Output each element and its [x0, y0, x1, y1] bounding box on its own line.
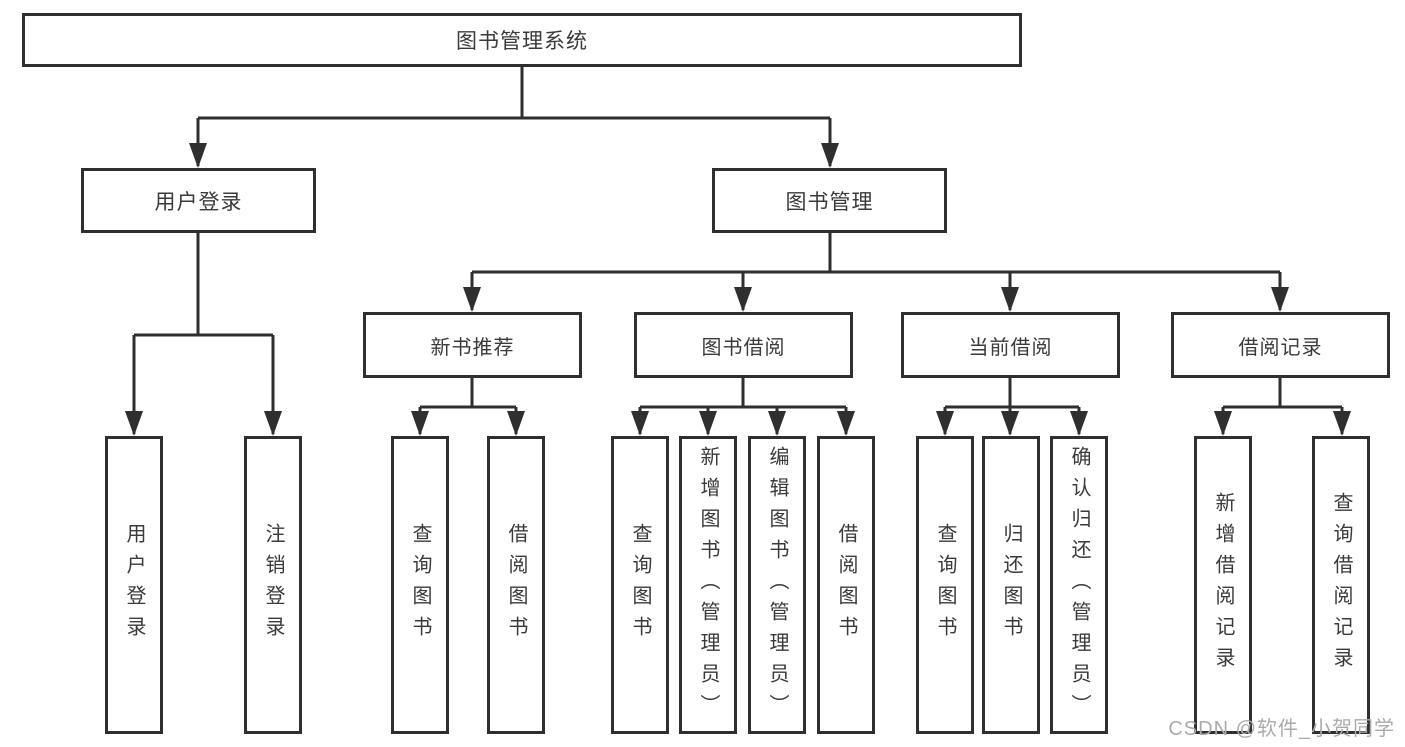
arrowhead-icons: [125, 143, 1351, 436]
leaf-label: 编辑图书（管理员）: [766, 445, 788, 725]
node-current-borrowing: 当前借阅: [901, 312, 1120, 378]
leaf-label: 查询图书: [934, 523, 956, 647]
leaf-borrow-add-books-admin: 新增图书（管理员）: [679, 436, 737, 734]
leaf-label: 借阅图书: [505, 523, 527, 647]
leaf-current-return-books: 归还图书: [982, 436, 1040, 734]
leaf-borrow-borrow-books: 借阅图书: [817, 436, 875, 734]
leaf-label: 查询借阅记录: [1330, 492, 1352, 678]
node-label: 图书管理: [785, 190, 874, 214]
node-label: 图书管理系统: [456, 30, 588, 53]
node-new-book-recommend: 新书推荐: [363, 312, 582, 378]
leaf-recommend-borrow-books: 借阅图书: [487, 436, 545, 734]
node-label: 借阅记录: [1238, 336, 1323, 359]
node-book-management: 图书管理: [712, 168, 947, 233]
leaf-current-confirm-return-admin: 确认归还（管理员）: [1050, 436, 1108, 734]
node-label: 图书借阅: [701, 336, 786, 359]
leaf-borrow-edit-books-admin: 编辑图书（管理员）: [748, 436, 806, 734]
leaf-records-query-record: 查询借阅记录: [1312, 436, 1370, 734]
leaf-label: 用户登录: [123, 523, 145, 647]
leaf-borrow-query-books: 查询图书: [611, 436, 669, 734]
leaf-user-login: 用户登录: [105, 436, 163, 734]
leaf-label: 查询图书: [409, 523, 431, 647]
leaf-label: 确认归还（管理员）: [1068, 445, 1090, 725]
node-borrowing-records: 借阅记录: [1171, 312, 1390, 378]
leaf-label: 注销登录: [262, 523, 284, 647]
node-label: 用户登录: [154, 190, 243, 214]
leaf-label: 归还图书: [1000, 523, 1022, 647]
node-label: 当前借阅: [968, 336, 1053, 359]
leaf-label: 查询图书: [629, 523, 651, 647]
node-label: 新书推荐: [430, 336, 515, 359]
node-book-borrowing: 图书借阅: [634, 312, 853, 378]
leaf-logout: 注销登录: [244, 436, 302, 734]
leaf-label: 借阅图书: [835, 523, 857, 647]
leaf-current-query-books: 查询图书: [916, 436, 974, 734]
node-library-management-system: 图书管理系统: [22, 13, 1022, 67]
node-user-login-branch: 用户登录: [81, 168, 316, 233]
leaf-records-add-record: 新增借阅记录: [1194, 436, 1252, 734]
leaf-label: 新增借阅记录: [1212, 492, 1234, 678]
leaf-label: 新增图书（管理员）: [697, 445, 719, 725]
leaf-recommend-query-books: 查询图书: [391, 436, 449, 734]
